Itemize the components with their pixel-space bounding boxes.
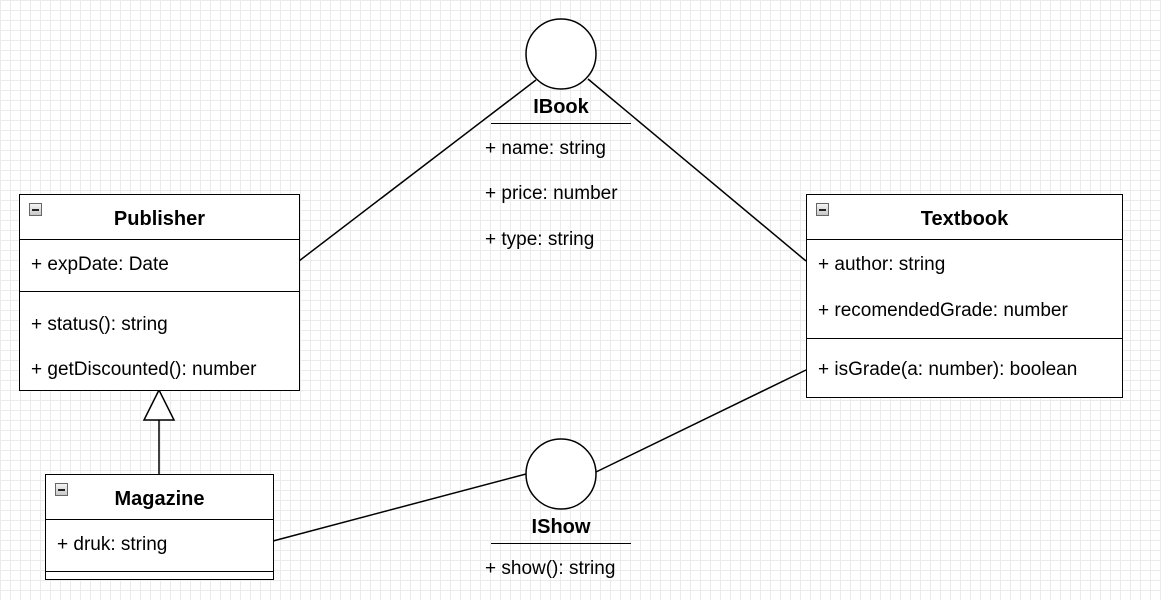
collapse-icon[interactable] [55, 483, 68, 496]
textbook-class-header: Textbook [807, 195, 1122, 240]
attribute: + author: string [818, 254, 946, 275]
attribute: + expDate: Date [31, 254, 169, 275]
class-divider [20, 291, 299, 292]
publisher-class-header: Publisher [20, 195, 299, 240]
magazine-class[interactable]: Magazine + druk: string [45, 474, 274, 580]
magazine-class-header: Magazine [46, 475, 273, 520]
method: + getDiscounted(): number [31, 359, 257, 380]
publisher-class[interactable]: Publisher + expDate: Date + status(): st… [19, 194, 300, 391]
ibook-interface-rule [491, 123, 631, 124]
class-name: Magazine [114, 488, 205, 510]
textbook-ishow-connector[interactable] [595, 369, 807, 473]
ishow-interface-circle[interactable] [525, 438, 597, 510]
collapse-icon[interactable] [816, 203, 829, 216]
class-divider [807, 338, 1122, 339]
interface-member: + show(): string [485, 558, 616, 579]
method: + status(): string [31, 314, 168, 335]
class-divider [46, 571, 273, 572]
ibook-interface-name: IBook [533, 96, 589, 118]
ishow-interface-rule [491, 543, 631, 544]
collapse-icon[interactable] [29, 203, 42, 216]
ishow-interface-name: IShow [531, 516, 591, 538]
class-name: Textbook [920, 208, 1009, 230]
attribute: + recomendedGrade: number [818, 300, 1068, 321]
publisher-ibook-connector[interactable] [298, 79, 537, 262]
textbook-class[interactable]: Textbook + author: string + recomendedGr… [806, 194, 1123, 398]
ibook-interface-circle[interactable] [525, 18, 597, 90]
generalization-arrowhead[interactable] [142, 388, 176, 421]
method: + isGrade(a: number): boolean [818, 359, 1078, 380]
textbook-ibook-connector[interactable] [587, 78, 807, 262]
attribute: + druk: string [57, 534, 168, 555]
class-name: Publisher [113, 208, 206, 230]
interface-member: + name: string [485, 138, 606, 159]
magazine-ishow-connector[interactable] [272, 473, 527, 542]
interface-member: + type: string [485, 229, 595, 250]
interface-member: + price: number [485, 183, 618, 204]
